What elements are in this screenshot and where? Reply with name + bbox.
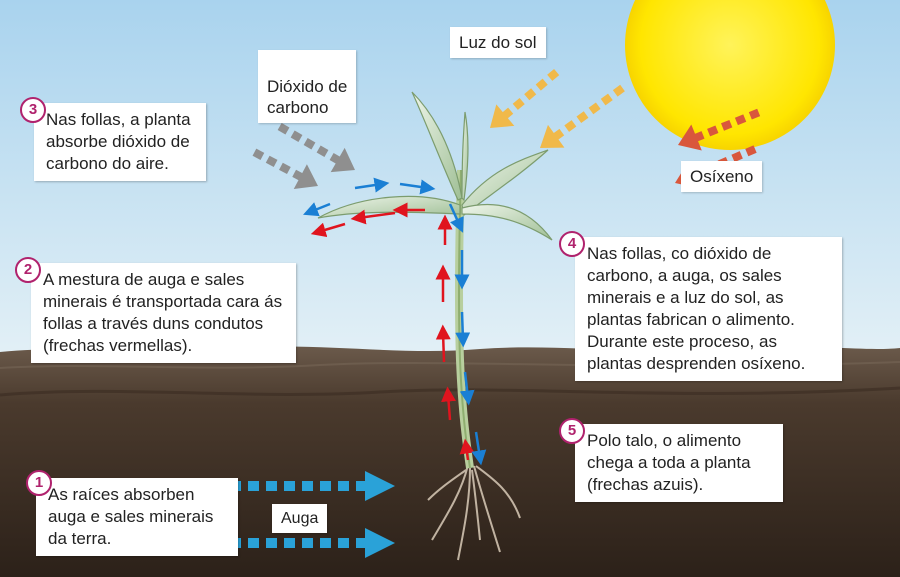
sunlight-label-text: Luz do sol <box>459 33 537 52</box>
step-2-box: A mestura de auga e sales minerais é tra… <box>31 263 296 363</box>
step-4-text: Nas follas, co dióxido de carbono, a aug… <box>587 244 806 373</box>
step-5-box: Polo talo, o alimento chega a toda a pla… <box>575 424 783 502</box>
step-2-text: A mestura de auga e sales minerais é tra… <box>43 270 283 355</box>
step-3-text: Nas follas, a planta absorbe dióxido de … <box>46 110 191 173</box>
step-5-text: Polo talo, o alimento chega a toda a pla… <box>587 431 751 494</box>
step-number-4: 4 <box>559 231 585 257</box>
step-3-box: Nas follas, a planta absorbe dióxido de … <box>34 103 206 181</box>
step-number-3: 3 <box>20 97 46 123</box>
sunlight-arrows <box>490 69 625 148</box>
oxygen-label: Osíxeno <box>681 161 763 192</box>
co2-arrows <box>252 123 355 189</box>
step-number-2: 2 <box>15 257 41 283</box>
step-1-box: As raíces absorben auga e sales minerais… <box>36 478 238 556</box>
step-number-1: 1 <box>26 470 52 496</box>
sap-down-arrows <box>303 177 487 466</box>
water-label-text: Auga <box>281 510 319 527</box>
co2-label: Dióxido de carbono <box>258 50 357 123</box>
sun <box>625 0 835 150</box>
plant-roots <box>427 464 521 561</box>
sunlight-label: Luz do sol <box>450 27 546 58</box>
water-label: Auga <box>272 504 328 533</box>
sap-up-arrows <box>310 202 475 461</box>
soil-texture <box>0 386 900 397</box>
step-1-text: As raíces absorben auga e sales minerais… <box>48 485 214 548</box>
step-number-5: 5 <box>559 418 585 444</box>
step-4-box: Nas follas, co dióxido de carbono, a aug… <box>575 237 842 381</box>
oxygen-label-text: Osíxeno <box>690 167 754 186</box>
co2-label-text: Dióxido de carbono <box>267 77 348 117</box>
